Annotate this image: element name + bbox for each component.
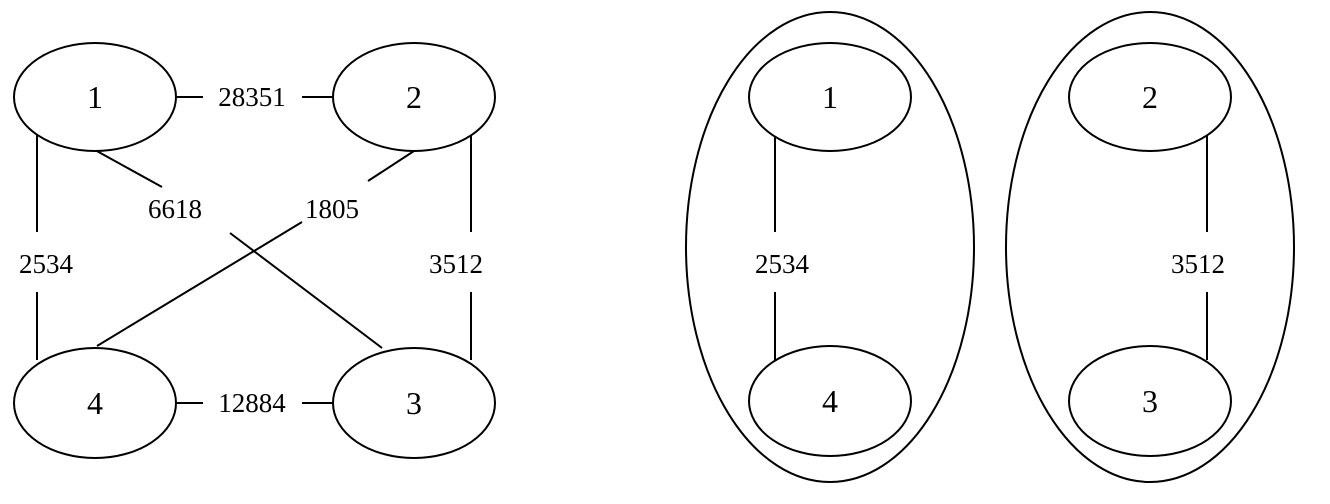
cluster-1-4: 2534 1 4 (685, 11, 975, 483)
node-1: 1 (13, 42, 177, 152)
node-3: 3 (332, 347, 496, 459)
cluster-boundary (685, 11, 975, 483)
edge-1-3-seg-a (94, 149, 163, 188)
node-label: 1 (822, 79, 838, 115)
node-1: 1 (748, 42, 912, 152)
node-4: 4 (748, 345, 912, 457)
edge-label-2-3: 3512 (1171, 249, 1225, 279)
edge-1-3-seg-b (229, 232, 383, 349)
node-4: 4 (13, 347, 177, 459)
edge-label-1-3: 6618 (148, 194, 202, 224)
node-label: 3 (406, 385, 422, 421)
edge-label-1-4: 2534 (19, 249, 74, 279)
node-label: 2 (1142, 79, 1158, 115)
cluster-boundary (1005, 11, 1295, 483)
edge-label-2-4: 1805 (305, 194, 359, 224)
edge-label-2-3: 3512 (429, 249, 483, 279)
node-label: 4 (822, 383, 838, 419)
edge-label-1-4: 2534 (755, 249, 810, 279)
node-2: 2 (332, 42, 496, 152)
node-3: 3 (1068, 345, 1232, 457)
cluster-2-3: 3512 2 3 (1005, 11, 1295, 483)
left-graph: 28351 12884 2534 3512 6618 1805 1 2 4 3 (13, 42, 496, 459)
edge-label-1-2: 28351 (218, 82, 286, 112)
node-2: 2 (1068, 42, 1232, 152)
edge-2-4-seg-a (367, 150, 415, 182)
edge-2-4-seg-b (96, 221, 303, 347)
node-label: 3 (1142, 383, 1158, 419)
node-label: 2 (406, 79, 422, 115)
edge-label-4-3: 12884 (218, 388, 286, 418)
node-label: 4 (87, 385, 103, 421)
node-label: 1 (87, 79, 103, 115)
right-graph: 2534 1 4 3512 2 3 (685, 11, 1295, 483)
